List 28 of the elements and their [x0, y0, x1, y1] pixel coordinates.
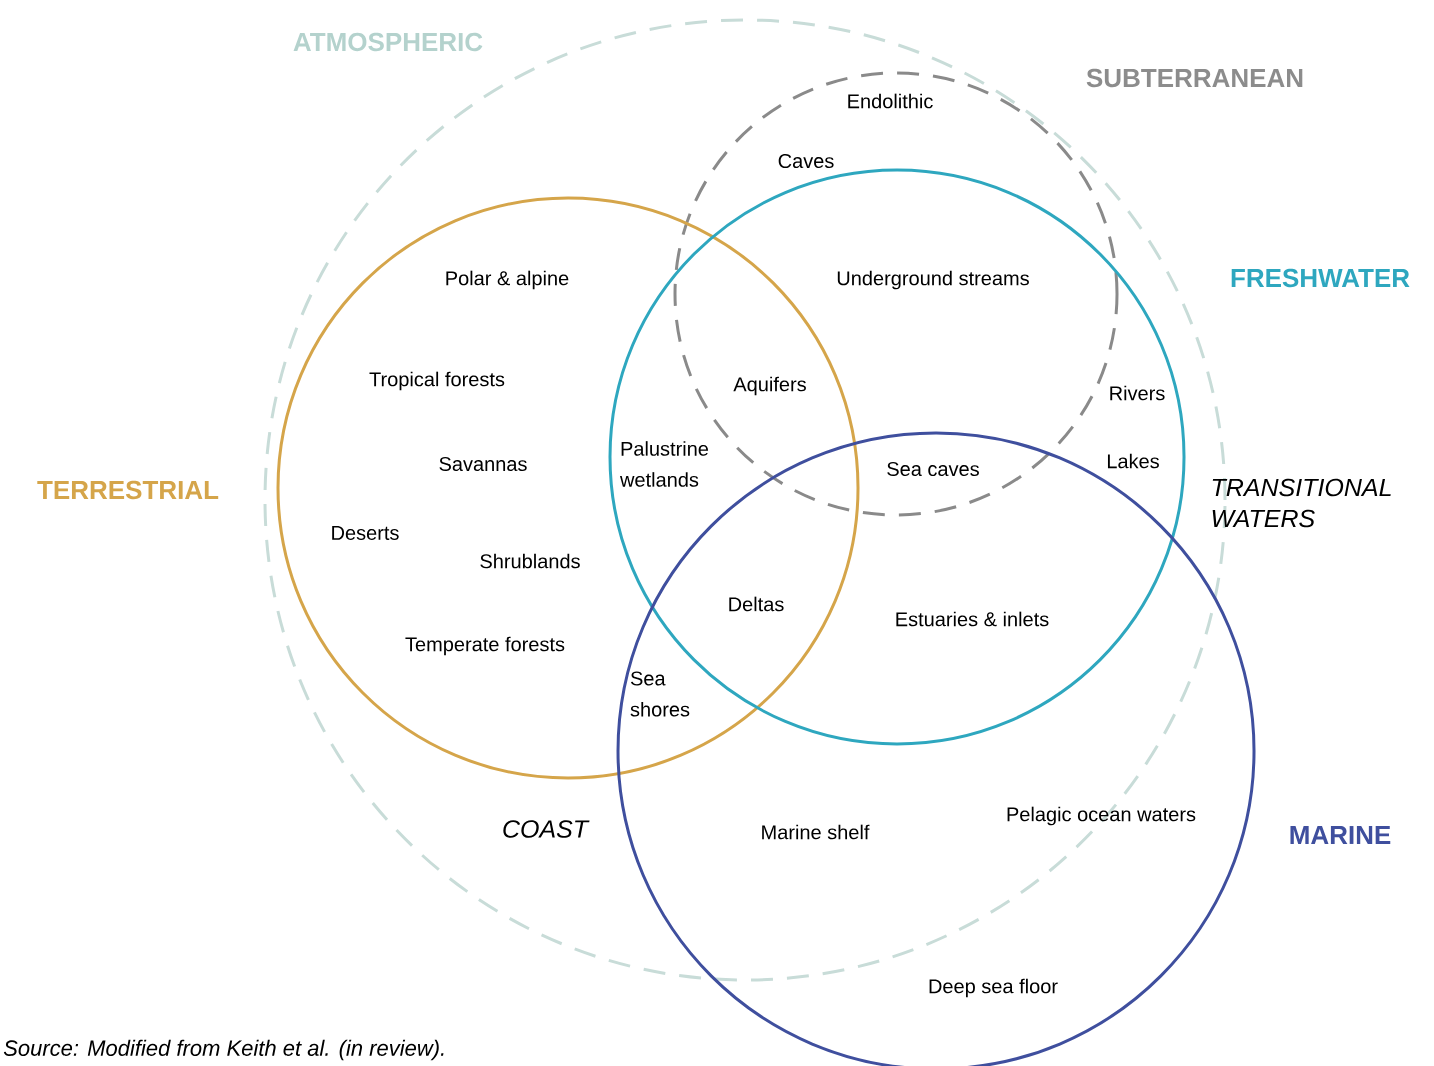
region-label: Lakes [1108, 453, 1159, 469]
caption: Source: Modified from Keith et al. (in review). [3, 1039, 444, 1061]
circle-heading: MARINE [1290, 826, 1391, 844]
circle-heading: ATMOSPHERIC [293, 32, 483, 52]
region-label: Tropical forests [369, 371, 505, 391]
region-label: Estuaries & inlets [896, 611, 1049, 627]
region-label: Underground streams [837, 270, 1029, 290]
region-label: Deep sea floor [929, 978, 1058, 998]
region-label: Caves [778, 153, 834, 169]
region-label: Sea caves [887, 461, 979, 477]
region-label: Marine shelf [762, 824, 870, 840]
region-label: Temperate forests [405, 636, 565, 656]
region-label: Palustrine wetlands [620, 441, 709, 487]
region-label: Pelagic ocean waters [1007, 806, 1196, 826]
region-label: TRANSITIONAL WATERS [1212, 478, 1391, 528]
region-label: Deltas [729, 596, 784, 612]
region-label: Shrublands [480, 553, 580, 569]
region-label: Aquifers [733, 376, 806, 396]
circle-heading: TERRESTRIAL [37, 480, 219, 500]
region-label: Sea shores [630, 671, 690, 717]
region-label: Savannas [439, 456, 527, 472]
region-label: Endolithic [848, 93, 933, 109]
circle-heading: SUBTERRANEAN [1086, 68, 1303, 88]
region-label: COAST [503, 820, 590, 838]
circle-heading: FRESHWATER [1231, 268, 1410, 288]
region-label: Polar & alpine [446, 270, 569, 290]
region-label: Rivers [1110, 385, 1165, 401]
region-label: Deserts [332, 526, 399, 540]
